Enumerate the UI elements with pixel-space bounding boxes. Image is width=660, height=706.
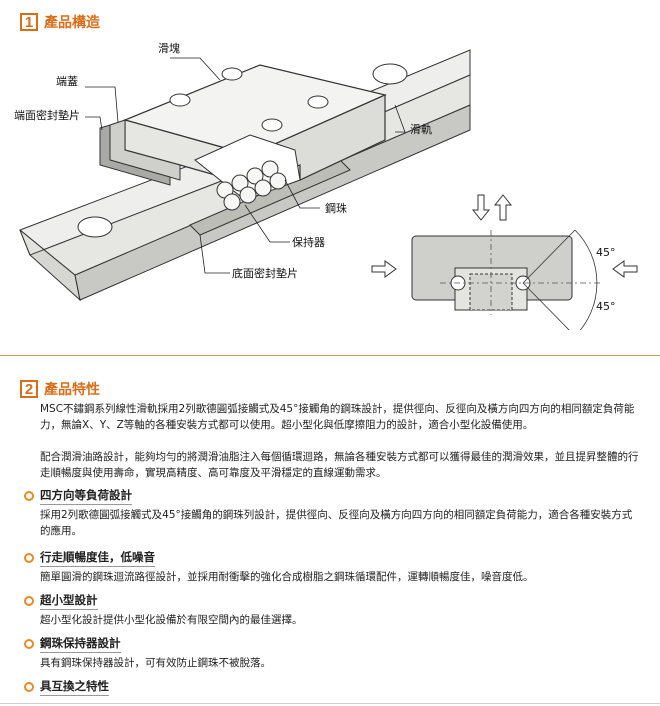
slider-block xyxy=(123,64,387,201)
bullet-icon xyxy=(24,682,34,692)
section-number-badge: 1 xyxy=(20,13,38,31)
bullet-icon xyxy=(24,639,34,649)
feature-heading: 具互換之特性 xyxy=(24,678,109,696)
label-retainer: 保持器 xyxy=(292,235,325,249)
label-end-cap: 端蓋 xyxy=(56,75,78,88)
bullet-icon xyxy=(24,596,34,606)
feature-text: 具有鋼珠保持器設計，可有效防止鋼珠不被脫落。 xyxy=(40,657,271,669)
slider-mount-hole xyxy=(307,95,329,109)
load-arrows xyxy=(371,194,638,278)
arrow-left-icon xyxy=(612,260,638,278)
section-number-badge: 2 xyxy=(20,380,38,398)
angle-label-top: 45° xyxy=(596,246,616,259)
label-ball: 鋼珠 xyxy=(325,201,347,215)
bullet-icon xyxy=(24,553,34,563)
angle-label-bottom: 45° xyxy=(596,300,616,313)
leader-lines xyxy=(85,57,406,274)
section-divider xyxy=(0,355,660,356)
label-rail: 滑軌 xyxy=(410,122,432,136)
cross-section xyxy=(411,229,600,330)
section-2-header: 2 產品特性 xyxy=(20,379,100,399)
feature-heading: 鋼珠保持器設計 xyxy=(24,635,121,653)
label-bottom-seal: 底面密封墊片 xyxy=(232,266,298,280)
slider-mount-hole xyxy=(221,67,243,81)
bullet-icon xyxy=(24,491,34,501)
section-title: 產品構造 xyxy=(44,15,100,31)
rail-mount-hole xyxy=(77,216,113,238)
feature-heading: 四方向等負荷設計 xyxy=(24,487,132,505)
label-slider: 滑塊 xyxy=(158,42,180,55)
steel-balls xyxy=(216,160,287,211)
label-end-seal: 端面密封墊片 xyxy=(14,108,80,122)
arrow-down-icon xyxy=(471,194,491,221)
arrow-up-icon xyxy=(493,194,513,221)
feature-text: 簡單圓滑的鋼珠迴流路徑設計，並採用耐衝擊的強化合成樹脂之鋼珠循環配件，運轉順暢度… xyxy=(40,571,534,583)
end-seal xyxy=(99,124,171,186)
slider-mount-hole xyxy=(169,93,191,107)
intro-paragraph-1: MSC不鏽鋼系列線性滑軌採用2列歌德圓弧接觸式及45°接觸角的鋼珠設計，提供徑向… xyxy=(40,403,635,431)
feature-heading: 行走順暢度佳，低噪音 xyxy=(24,549,155,567)
section-title: 產品特性 xyxy=(44,382,100,398)
feature-heading: 超小型設計 xyxy=(24,592,98,610)
feature-text: 採用2列歌德圓弧接觸式及45°接觸角的鋼珠列設計，提供徑向、反徑向及橫方向四方向… xyxy=(40,509,633,537)
bottom-divider xyxy=(0,703,660,704)
intro-paragraph-2: 配合潤滑油路設計，能夠均勻的將潤滑油脂注入每個循環迴路，無論各種安裝方式都可以獲… xyxy=(40,451,639,479)
feature-text: 超小型化設計提供小型化設備於有限空間內的最佳選擇。 xyxy=(40,614,303,626)
linear-guide-diagram: 滑塊 端蓋 端面密封墊片 滑軌 鋼珠 保持器 底面密封墊片 45° 45° xyxy=(14,42,638,330)
rail-mount-hole xyxy=(372,63,408,85)
slider-mount-hole xyxy=(261,118,283,132)
section-1-header: 1 產品構造 xyxy=(20,12,100,32)
arrow-right-icon xyxy=(371,260,397,278)
